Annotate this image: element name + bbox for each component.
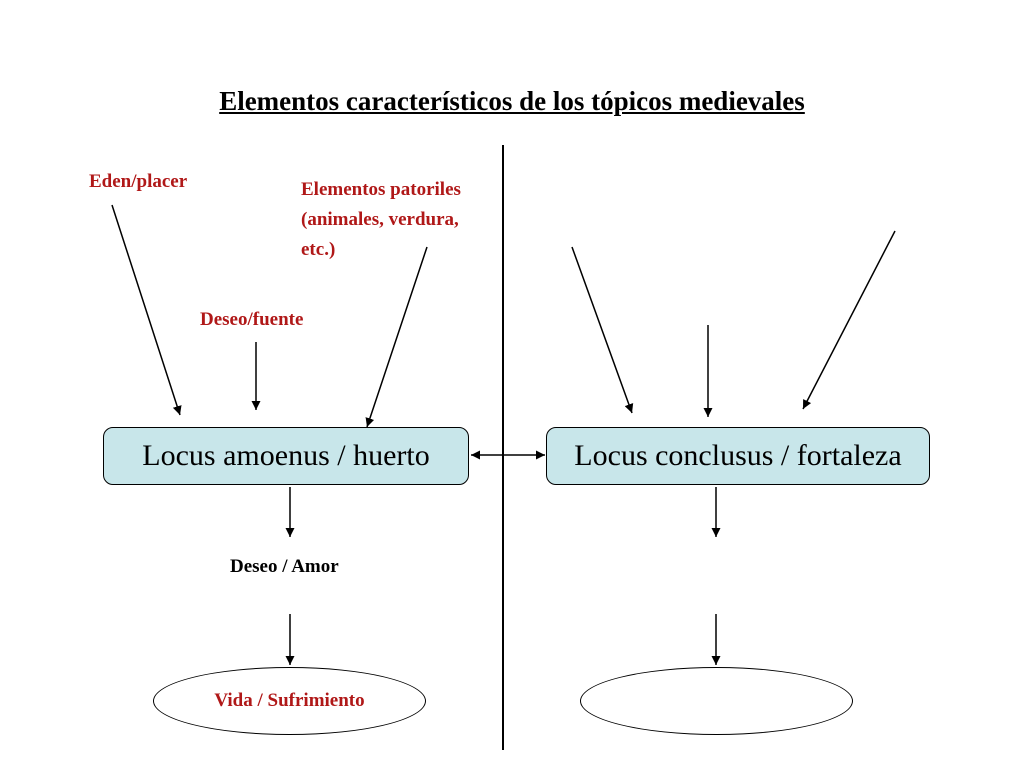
box-locus-amoenus: Locus amoenus / huerto (103, 427, 469, 485)
label-deseo-amor: Deseo / Amor (230, 556, 339, 577)
arrow-right-input-1 (571, 246, 634, 414)
arrow-eden-to-amoenus (111, 204, 182, 416)
diagram-title: Elementos característicos de los tópicos… (219, 86, 805, 116)
label-elementos-pastoriles-line2: (animales, verdura, (301, 209, 459, 230)
label-eden-placer: Eden/placer (89, 171, 188, 192)
arrow-right-input-3 (802, 230, 896, 410)
oval-vida-sufrimiento: Vida / Sufrimiento (153, 667, 426, 735)
label-elementos-pastoriles: Elementos patoriles (animales, verdura, … (301, 175, 461, 265)
arrow-pastoral-to-amoenus (365, 246, 428, 428)
label-elementos-pastoriles-line3: etc.) (301, 239, 336, 260)
label-elementos-pastoriles-line1: Elementos patoriles (301, 179, 461, 200)
oval-right-empty (580, 667, 853, 735)
box-locus-conclusus: Locus conclusus / fortaleza (546, 427, 930, 485)
label-deseo-fuente: Deseo/fuente (200, 309, 304, 330)
